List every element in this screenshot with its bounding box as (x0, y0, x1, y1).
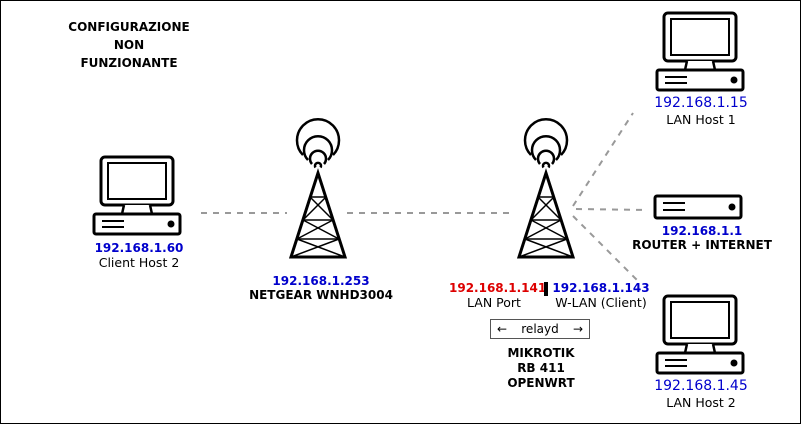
mikrotik-name: MIKROTIK RB 411 OPENWRT (491, 346, 591, 391)
router-name: ROUTER + INTERNET (632, 238, 772, 253)
netgear-label: 192.168.1.253 NETGEAR WNHD3004 (249, 274, 393, 303)
mikrotik-lan-ip: 192.168.1.141 (449, 281, 547, 295)
mikrotik-wlan-port: 192.168.1.143 W-LAN (Client) (551, 281, 651, 310)
lanhost1-computer-icon (655, 11, 745, 92)
client-ip: 192.168.1.60 (94, 241, 184, 255)
mikrotik-antenna-icon (517, 117, 575, 259)
link-mikrotik-lanhost1 (572, 112, 634, 207)
netgear-ip: 192.168.1.253 (272, 274, 370, 288)
mikrotik-name-line-3: OPENWRT (507, 376, 575, 390)
lanhost2-label: 192.168.1.45 LAN Host 2 (635, 378, 767, 410)
diagram-title: CONFIGURAZIONE NON FUNZIONANTE (57, 18, 201, 72)
links (201, 112, 649, 282)
relayd-label: relayd (521, 322, 559, 336)
left-arrow-icon: ← (497, 322, 508, 336)
mikrotik-lan-label: LAN Port (467, 295, 521, 311)
lanhost2-ip: 192.168.1.45 (654, 378, 748, 394)
lanhost1-ip: 192.168.1.15 (654, 95, 748, 111)
right-arrow-icon: → (572, 322, 583, 336)
mikrotik-wlan-label: W-LAN (Client) (555, 295, 647, 311)
router-label: 192.168.1.1 ROUTER + INTERNET (627, 224, 777, 253)
link-mikrotik-router (575, 208, 649, 211)
mikrotik-name-line-2: RB 411 (517, 361, 565, 375)
netgear-name: NETGEAR WNHD3004 (249, 288, 393, 303)
title-line-2: NON (113, 38, 145, 52)
mikrotik-name-line-1: MIKROTIK (507, 346, 575, 360)
relayd-box: ← relayd → (490, 319, 590, 339)
lanhost2-name: LAN Host 2 (666, 394, 736, 410)
router-icon (653, 194, 743, 220)
lanhost2-computer-icon (655, 294, 745, 375)
title-line-1: CONFIGURAZIONE (68, 20, 190, 34)
mikrotik-lan-port: 192.168.1.141 LAN Port (449, 281, 547, 311)
client-computer-icon (92, 155, 182, 236)
netgear-antenna-icon (289, 117, 347, 259)
mikrotik-wlan-ip: 192.168.1.143 (552, 281, 650, 295)
lanhost1-name: LAN Host 1 (666, 111, 736, 127)
link-mikrotik-lanhost2 (572, 215, 639, 282)
client-name: Client Host 2 (98, 255, 180, 271)
port-separator (544, 282, 548, 296)
client-label: 192.168.1.60 Client Host 2 (73, 241, 205, 270)
title-line-3: FUNZIONANTE (80, 56, 178, 70)
lanhost1-label: 192.168.1.15 LAN Host 1 (635, 95, 767, 127)
router-ip: 192.168.1.1 (661, 224, 743, 238)
